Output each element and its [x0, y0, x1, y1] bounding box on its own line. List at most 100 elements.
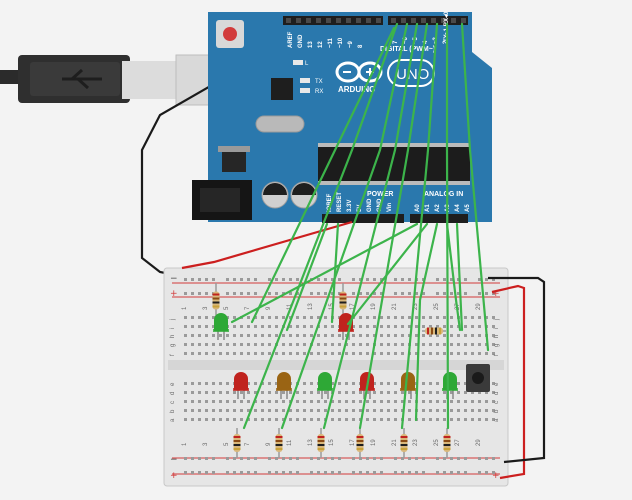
pin-label: RESET [337, 192, 343, 212]
row-letter: g [170, 344, 176, 347]
resistor[interactable] [443, 428, 451, 458]
row-letter: a [170, 418, 176, 422]
column-number: 27 [455, 439, 461, 446]
signal-wire[interactable] [242, 22, 399, 430]
resistor[interactable] [400, 428, 408, 458]
digital-header-left [283, 16, 383, 25]
pin-label: AREF [288, 31, 294, 48]
signal-wire[interactable] [445, 222, 462, 332]
pin-label: 12 [318, 41, 324, 48]
pin-label: GND [298, 34, 304, 48]
row-letter: d [494, 392, 500, 395]
column-number: 21 [392, 439, 398, 446]
resistor[interactable] [339, 283, 347, 318]
row-letter: j [170, 319, 176, 321]
signal-wire[interactable] [346, 222, 429, 326]
breadboard-center-channel [168, 360, 504, 370]
rail-bridge-power-wire[interactable] [491, 284, 526, 480]
usb-chip [271, 78, 293, 100]
rail-plus-bottom-right: + [492, 471, 500, 481]
signal-wire[interactable] [400, 22, 439, 430]
signal-wire[interactable] [285, 222, 329, 332]
signal-wire[interactable] [330, 222, 340, 324]
analog-label: ANALOG IN [424, 191, 463, 198]
board-led-rx: RX [300, 88, 323, 95]
pin-label: A1 [425, 204, 431, 212]
pin-label: IOREF [327, 193, 333, 212]
row-letter: j [494, 319, 500, 321]
row-letter: i [494, 328, 500, 329]
signal-wire[interactable] [230, 222, 419, 324]
svg-text:UNO: UNO [396, 66, 429, 83]
pin-label: ~11 [328, 37, 334, 48]
usb-icon [62, 68, 102, 90]
pin-label: Vin [387, 202, 393, 212]
column-number: 13 [308, 303, 314, 310]
column-number: 29 [476, 439, 482, 446]
row-letter: f [170, 354, 176, 356]
signal-wires [230, 22, 490, 430]
pin-label: A5 [465, 204, 471, 212]
row-letter: c [170, 401, 176, 404]
pin-label: 13 [308, 41, 314, 48]
signal-wire[interactable] [358, 22, 429, 430]
pin-label: A4 [455, 204, 461, 212]
led-amber[interactable] [276, 372, 292, 399]
usb-cable[interactable] [0, 54, 243, 106]
signal-wire[interactable] [280, 22, 409, 430]
svg-text:TX: TX [315, 79, 323, 85]
crystal [255, 115, 305, 133]
column-number: 23 [413, 303, 419, 310]
led-red[interactable] [233, 372, 249, 399]
row-letter: h [494, 335, 500, 338]
signal-wire[interactable] [455, 222, 464, 332]
resistor[interactable] [356, 428, 364, 458]
rail-bridge-ground-wire[interactable] [488, 276, 546, 464]
led-green[interactable] [213, 313, 229, 340]
power-header [322, 214, 404, 223]
pin-label: 7 [393, 40, 399, 44]
row-letter: f [494, 354, 500, 356]
column-number: 23 [413, 439, 419, 446]
column-number: 9 [266, 306, 272, 310]
column-number: 17 [350, 439, 356, 446]
column-number: 1 [182, 442, 188, 446]
row-letter: d [170, 392, 176, 395]
column-number: 15 [329, 439, 335, 446]
signal-wire[interactable] [250, 26, 396, 324]
resistor[interactable] [212, 283, 220, 318]
column-number: 25 [434, 303, 440, 310]
resistor[interactable] [422, 327, 446, 335]
resistor[interactable] [275, 428, 283, 458]
row-letter: e [170, 382, 176, 386]
column-number: 17 [350, 303, 356, 310]
rail-minus-top: − [170, 274, 178, 284]
column-number: 11 [287, 439, 293, 446]
board-led-l: L [293, 60, 309, 67]
column-number: 27 [455, 303, 461, 310]
pin-label: ~9 [348, 40, 354, 48]
row-letter: h [170, 335, 176, 338]
rail-plus-top: + [170, 289, 178, 299]
signal-wire[interactable] [322, 22, 419, 430]
signal-wire[interactable] [445, 22, 450, 430]
pin-label: A2 [435, 204, 441, 212]
signal-wire[interactable] [460, 22, 490, 352]
5v-wire[interactable] [181, 220, 353, 270]
reset-button[interactable] [223, 27, 237, 41]
pushbutton[interactable] [466, 364, 490, 392]
led-green[interactable] [317, 372, 333, 399]
column-number: 19 [371, 303, 377, 310]
signal-wire[interactable] [414, 222, 439, 422]
row-letter: a [494, 418, 500, 422]
resistor[interactable] [317, 428, 325, 458]
row-letter: c [494, 401, 500, 404]
leds [213, 313, 458, 399]
digital-header-label: DIGITAL (PWM~) [380, 46, 435, 53]
column-number: 13 [308, 439, 314, 446]
resistor[interactable] [233, 428, 241, 458]
column-number: 19 [371, 439, 377, 446]
row-letter: b [494, 409, 500, 413]
